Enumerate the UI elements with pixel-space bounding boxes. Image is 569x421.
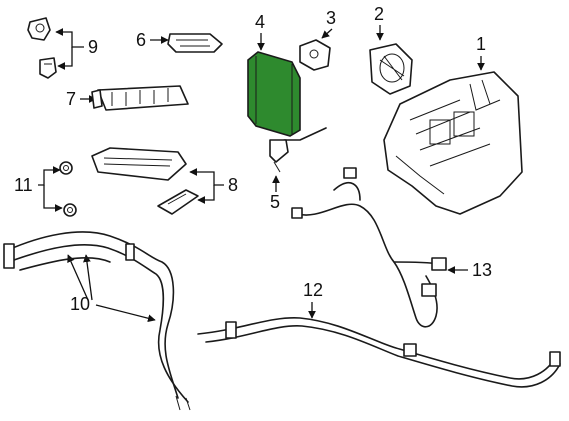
callout-2: 2 <box>374 4 384 24</box>
part-7-heater-core <box>91 85 189 111</box>
part-6-connector <box>167 33 223 53</box>
callout-9: 9 <box>88 37 98 57</box>
part-2-blower <box>369 43 413 95</box>
part-11-grommets <box>59 161 77 217</box>
callout-5: 5 <box>270 192 280 212</box>
part-5-sensor <box>269 127 327 173</box>
callout-11: 11 <box>14 175 33 195</box>
part-12-line <box>197 317 561 388</box>
part-8-evaporator <box>91 147 199 215</box>
callout-1: 1 <box>476 34 486 54</box>
leader-lines <box>38 25 485 323</box>
callout-13: 13 <box>472 260 492 280</box>
callout-8: 8 <box>228 175 238 195</box>
callout-6: 6 <box>136 30 146 50</box>
callout-10: 10 <box>70 294 90 314</box>
part-4-module <box>247 51 301 137</box>
part-9-clips <box>27 17 57 79</box>
callout-12: 12 <box>303 280 323 300</box>
part-1-hvac-housing <box>383 71 523 215</box>
callout-3: 3 <box>326 8 336 28</box>
callout-4: 4 <box>255 12 265 32</box>
callout-7: 7 <box>66 89 76 109</box>
part-10-ac-lines <box>3 231 191 411</box>
part-13-harness <box>291 167 447 328</box>
part-3-actuator <box>299 39 331 71</box>
